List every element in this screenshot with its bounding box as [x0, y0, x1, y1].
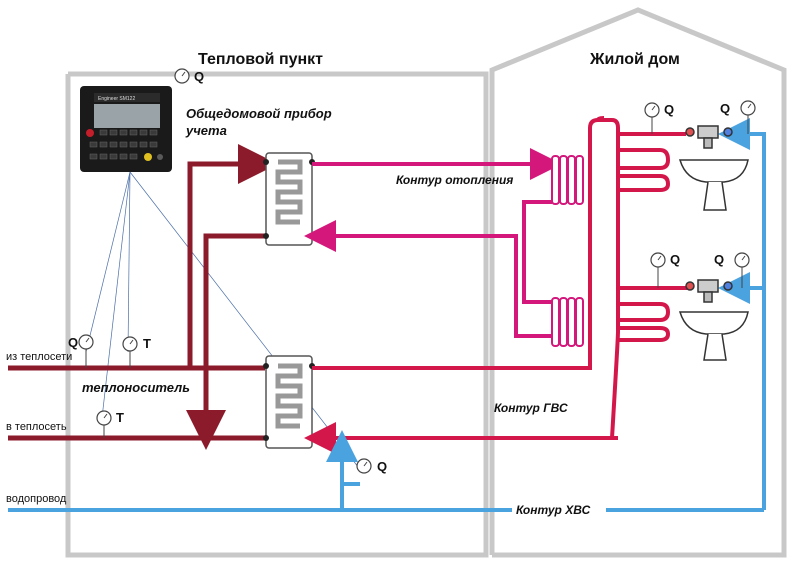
heating-circuit-pipes	[304, 148, 562, 338]
heat-exchanger-heating	[263, 152, 315, 246]
meter-label-line1: Общедомовой прибор	[186, 106, 332, 121]
label-t-return: T	[116, 410, 124, 425]
house-title: Жилой дом	[589, 51, 680, 68]
label-q-supply: Q	[68, 335, 78, 350]
label-q-hot-lower: Q	[670, 252, 680, 267]
label-hot-water-circuit: Контур ГВС	[494, 401, 568, 415]
label-q-meter: Q	[194, 69, 204, 84]
heat-exchanger-hot-water	[263, 355, 315, 449]
label-q-hot-upper: Q	[664, 102, 674, 117]
radiator-upper	[551, 155, 584, 205]
meter-screen	[94, 104, 160, 128]
label-coolant: теплоноситель	[82, 380, 190, 395]
hot-water-circuit-pipes	[304, 116, 690, 454]
meter-model: Engineer SM122	[98, 96, 135, 102]
label-to-network: в теплосеть	[6, 421, 67, 433]
heat-point-title: Тепловой пункт	[198, 51, 323, 68]
label-from-network: из теплосети	[6, 351, 72, 363]
meter-device: Engineer SM122	[80, 86, 172, 172]
radiator-lower	[551, 297, 584, 347]
label-q-cold: Q	[377, 459, 387, 474]
label-q-cold-lower: Q	[714, 252, 724, 267]
heat-point-building	[65, 71, 489, 558]
gauges	[78, 68, 756, 474]
sink-lower	[678, 279, 749, 361]
label-q-cold-upper: Q	[720, 101, 730, 116]
residential-building	[489, 7, 787, 558]
district-pipes	[8, 144, 278, 450]
label-cold-water-circuit: Контур ХВС	[516, 503, 591, 517]
label-heating-circuit: Контур отопления	[396, 173, 513, 187]
meter-label-line2: учета	[185, 123, 227, 138]
cold-water-pipes	[8, 118, 766, 512]
label-t-supply: T	[143, 336, 151, 351]
label-water-supply: водопровод	[6, 493, 67, 505]
signal-wires	[85, 171, 363, 473]
sink-upper	[678, 125, 749, 211]
